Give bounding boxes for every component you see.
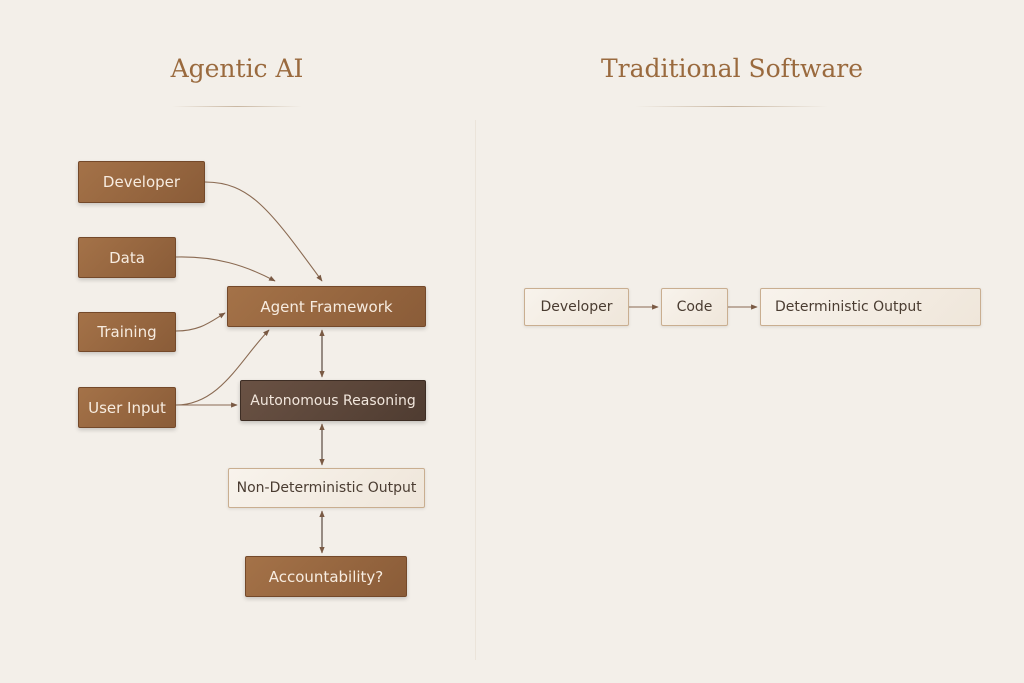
column-divider — [475, 120, 476, 660]
agentic-ai-title: Agentic AI — [170, 54, 304, 83]
title-underline-left — [172, 106, 302, 107]
code-node: Code — [661, 288, 728, 326]
user-input-node: User Input — [78, 387, 176, 428]
deterministic-output-node: Deterministic Output — [760, 288, 981, 326]
non-deterministic-output-node: Non-Deterministic Output — [228, 468, 425, 508]
title-underline-right — [635, 106, 828, 107]
arrow-training-to-framework — [175, 312, 226, 332]
traditional-developer-node: Developer — [524, 288, 629, 326]
data-node: Data — [78, 237, 176, 278]
developer-node: Developer — [78, 161, 205, 203]
arrow-developer-to-framework — [204, 181, 323, 282]
arrow-userinput-to-framework — [175, 329, 270, 406]
agent-framework-node: Agent Framework — [227, 286, 426, 327]
arrow-data-to-framework — [175, 256, 276, 282]
accountability-node: Accountability? — [245, 556, 407, 597]
training-node: Training — [78, 312, 176, 352]
autonomous-reasoning-node: Autonomous Reasoning — [240, 380, 426, 421]
traditional-software-title: Traditional Software — [600, 54, 864, 83]
